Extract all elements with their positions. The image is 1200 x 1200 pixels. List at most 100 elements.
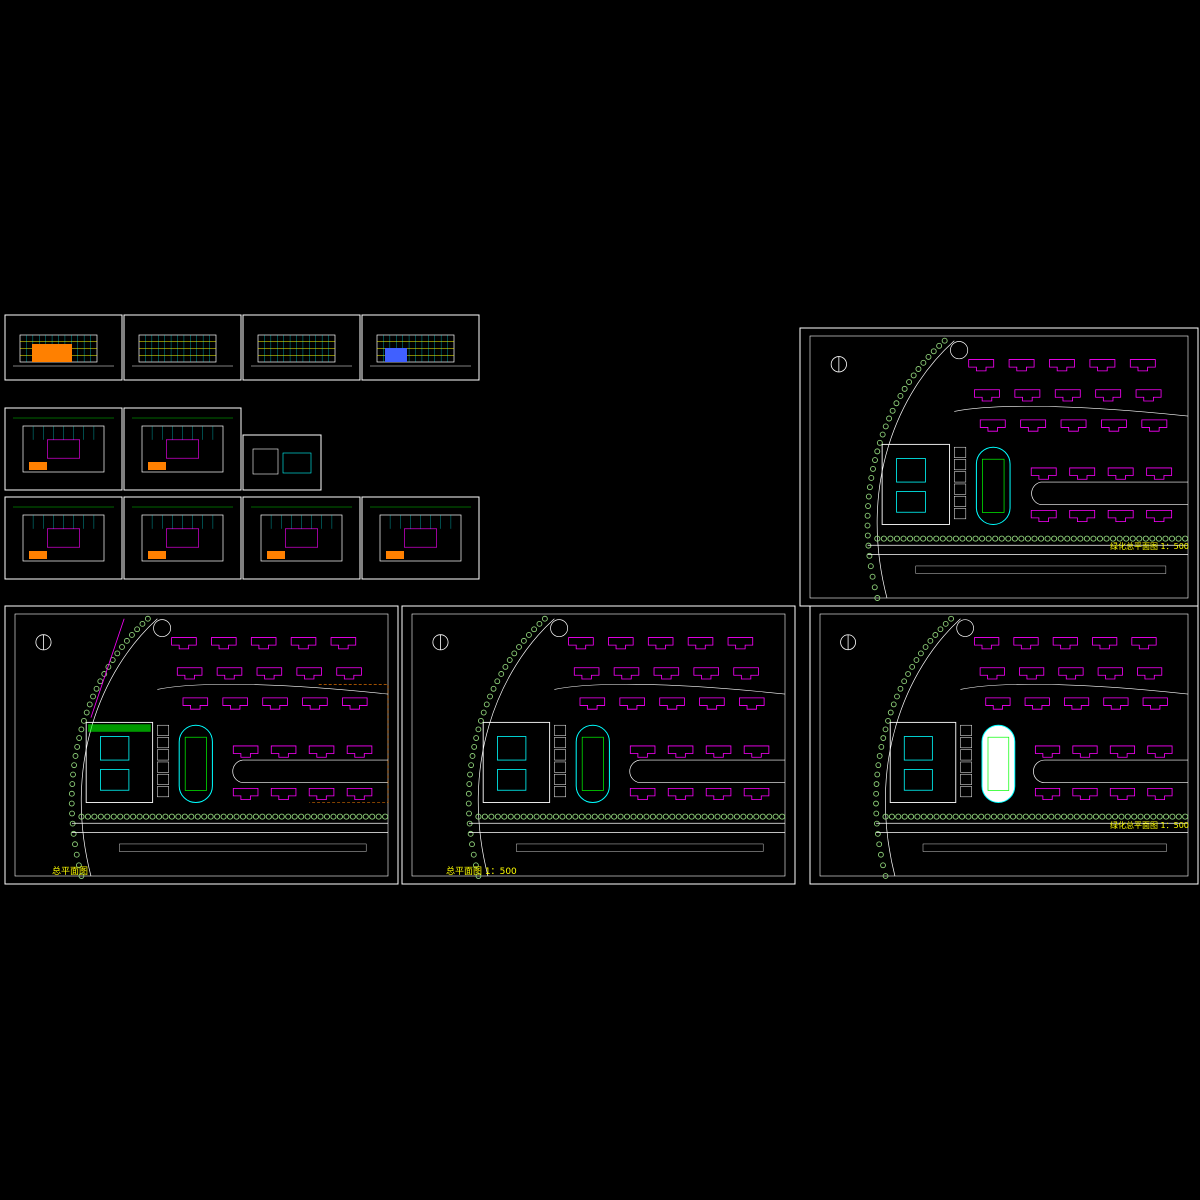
tree bbox=[69, 810, 75, 817]
court bbox=[157, 786, 170, 798]
residential-building bbox=[1034, 787, 1061, 801]
residential-building bbox=[1069, 467, 1096, 480]
tree bbox=[959, 813, 966, 820]
tree bbox=[897, 393, 904, 399]
tree bbox=[1129, 535, 1136, 542]
tree bbox=[630, 813, 637, 820]
tree bbox=[527, 813, 534, 820]
residential-building bbox=[1069, 509, 1096, 523]
tree bbox=[984, 813, 991, 820]
tree bbox=[181, 813, 188, 820]
tree bbox=[540, 813, 547, 820]
street-building bbox=[516, 843, 764, 852]
tree bbox=[220, 813, 227, 820]
residential-building bbox=[573, 667, 600, 680]
tree bbox=[604, 813, 611, 820]
residential-building bbox=[743, 745, 770, 758]
courtyard bbox=[166, 528, 200, 548]
residential-building bbox=[667, 745, 694, 758]
tree bbox=[649, 813, 656, 820]
tree bbox=[1123, 535, 1130, 542]
court bbox=[960, 773, 972, 785]
tree bbox=[888, 813, 895, 820]
tree bbox=[1018, 535, 1025, 542]
tree bbox=[533, 813, 540, 820]
tree bbox=[952, 813, 959, 820]
residential-building bbox=[1141, 419, 1168, 432]
tree bbox=[466, 810, 472, 817]
tree bbox=[104, 813, 111, 820]
tree bbox=[1124, 813, 1131, 820]
tree bbox=[1010, 813, 1017, 820]
residential-building bbox=[619, 697, 645, 710]
tree bbox=[733, 813, 740, 820]
tree bbox=[136, 813, 143, 820]
tree bbox=[1096, 535, 1104, 542]
tree bbox=[985, 535, 992, 542]
school-building bbox=[482, 721, 551, 803]
tree bbox=[893, 400, 900, 407]
residential-building bbox=[346, 745, 373, 758]
tree bbox=[873, 810, 880, 817]
tree bbox=[1086, 813, 1093, 820]
tree bbox=[469, 841, 475, 848]
residential-building bbox=[1024, 697, 1050, 710]
tree bbox=[467, 830, 474, 837]
tree bbox=[870, 465, 876, 472]
tree bbox=[362, 813, 369, 820]
tree bbox=[149, 813, 156, 820]
residential-building bbox=[1020, 419, 1047, 432]
tree bbox=[636, 813, 644, 820]
tree bbox=[285, 813, 292, 820]
tree bbox=[1149, 535, 1156, 542]
tree bbox=[875, 762, 882, 769]
tree bbox=[188, 813, 195, 820]
tree bbox=[70, 830, 77, 837]
tree bbox=[873, 820, 880, 827]
tree bbox=[488, 813, 495, 820]
tree bbox=[591, 813, 598, 820]
tree bbox=[617, 813, 624, 820]
stair-area bbox=[267, 551, 285, 559]
residential-building bbox=[262, 697, 288, 710]
tree bbox=[872, 457, 878, 464]
tree bbox=[130, 813, 137, 820]
tree bbox=[465, 800, 472, 807]
tree bbox=[467, 771, 473, 778]
tree bbox=[97, 813, 104, 820]
tree bbox=[101, 671, 108, 677]
greening-plan-bottom-title: 绿化总平面图 1：500 bbox=[1110, 821, 1189, 830]
roundabout bbox=[956, 619, 974, 637]
residential-building bbox=[1137, 667, 1163, 680]
tree bbox=[937, 626, 944, 633]
residential-building bbox=[1058, 667, 1084, 680]
residential-building bbox=[705, 745, 732, 758]
tree bbox=[1169, 813, 1176, 820]
residential-building bbox=[743, 787, 770, 801]
tree bbox=[895, 813, 902, 820]
tree bbox=[930, 348, 937, 355]
school-wing bbox=[903, 769, 933, 791]
residential-building bbox=[308, 745, 335, 758]
tree bbox=[78, 813, 85, 820]
tree bbox=[520, 637, 527, 644]
sheet-frame bbox=[361, 496, 480, 580]
court bbox=[960, 761, 972, 773]
residential-building bbox=[733, 667, 759, 680]
tree bbox=[927, 813, 934, 820]
tree bbox=[541, 615, 548, 622]
tree bbox=[76, 735, 83, 741]
tree bbox=[772, 813, 779, 820]
tree bbox=[1003, 813, 1010, 820]
tree bbox=[873, 790, 879, 797]
courtyard bbox=[284, 528, 318, 548]
residential-building bbox=[330, 637, 357, 650]
tree bbox=[470, 851, 477, 858]
tree bbox=[144, 615, 151, 622]
tree bbox=[487, 693, 493, 700]
tree bbox=[915, 366, 922, 372]
tree bbox=[78, 726, 85, 733]
tree bbox=[473, 735, 480, 741]
tree bbox=[598, 813, 605, 820]
tree bbox=[920, 535, 927, 542]
